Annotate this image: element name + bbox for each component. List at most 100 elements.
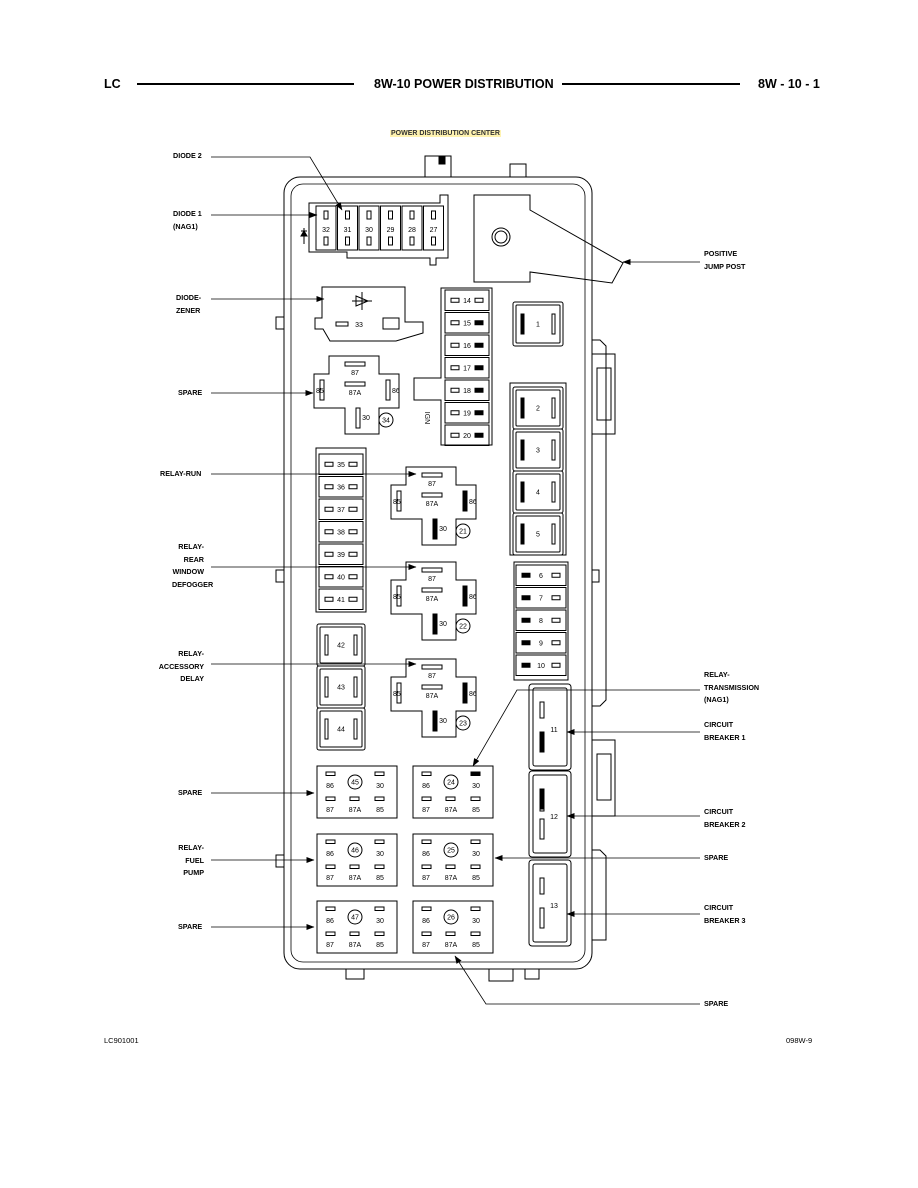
footer-right: 098W-9 (786, 1036, 813, 1045)
micro-relay-26-pin-87a: 87A (445, 942, 458, 949)
micro-relay-46 (316, 833, 398, 887)
fuse-38-label: 38 (337, 529, 345, 536)
right-fuse-block (513, 561, 569, 681)
footer-left: LC901001 (104, 1036, 139, 1045)
micro-relay-26-number: 26 (447, 915, 455, 922)
relay-23-pin-87: 87 (428, 673, 436, 680)
fuse-28-label: 28 (408, 227, 416, 234)
micro-relay-25-pin-85: 85 (472, 875, 480, 882)
relay-22-pin-85: 85 (393, 594, 401, 601)
label-relay-run: RELAY-RUN (160, 469, 202, 478)
fuse-14 (444, 289, 490, 311)
micro-relay-45-pin-30: 30 (376, 783, 384, 790)
relay-21-pin-87: 87 (428, 481, 436, 488)
micro-relay-24-pin-87a: 87A (445, 807, 458, 814)
left-fuse-block (315, 447, 367, 613)
micro-relay-26-pin-86: 86 (422, 918, 430, 925)
relay-34-pin-85: 85 (316, 388, 324, 395)
fuse-30-label: 30 (365, 227, 373, 234)
fuse-1-label: 1 (536, 322, 540, 329)
micro-relay-45-number: 45 (351, 780, 359, 787)
fuse-32-label: 32 (322, 227, 330, 234)
relay-21-number: 21 (459, 529, 467, 536)
label-relay-fuel-pump: RELAY- FUEL PUMP (178, 843, 204, 877)
micro-relay-47-number: 47 (351, 915, 359, 922)
relay-22-pin-30: 30 (439, 621, 447, 628)
fuse-5-label: 5 (536, 532, 540, 539)
fuse-6 (515, 564, 567, 586)
relay-34-pin-30: 30 (362, 415, 370, 422)
micro-relay-24-pin-87: 87 (422, 807, 430, 814)
fuse-10-label: 10 (537, 663, 545, 670)
relay-23-pin-85: 85 (393, 691, 401, 698)
micro-relay-47 (316, 900, 398, 954)
label-diode-1: DIODE 1 (NAG1) (173, 209, 202, 231)
relay-23 (390, 658, 477, 738)
relay-22-pin-86: 86 (469, 594, 477, 601)
relay-22-number: 22 (459, 624, 467, 631)
fuse-29-label: 29 (387, 227, 395, 234)
micro-relay-25-number: 25 (447, 848, 455, 855)
fuse-19 (444, 402, 490, 424)
fuse-6-label: 6 (539, 573, 543, 580)
fuse-20-label: 20 (463, 433, 471, 440)
fuse-39-label: 39 (337, 552, 345, 559)
fuse-4 (512, 470, 564, 514)
fuse-8-label: 8 (539, 618, 543, 625)
fuse-7-label: 7 (539, 595, 543, 602)
label-positive-jump-post: POSITIVE JUMP POST (704, 249, 746, 271)
fuse-41 (318, 588, 364, 610)
micro-relay-46-pin-30: 30 (376, 851, 384, 858)
relay-23-pin-30: 30 (439, 718, 447, 725)
fuse-9-label: 9 (539, 640, 543, 647)
micro-relay-24 (412, 765, 494, 819)
micro-relay-24-pin-86: 86 (422, 783, 430, 790)
label-relay-rear-defogger: RELAY- REAR WINDOW DEFOGGER (172, 542, 214, 589)
micro-relay-26-pin-85: 85 (472, 942, 480, 949)
figure-caption: POWER DISTRIBUTION CENTER (390, 130, 501, 137)
relay-21-pin-85: 85 (393, 499, 401, 506)
circuit-breaker-12-label: 12 (550, 814, 558, 821)
fuse-40 (318, 566, 364, 588)
fuse-3-label: 3 (536, 448, 540, 455)
circuit-breaker-13 (528, 859, 572, 947)
circuit-breaker-11 (528, 683, 572, 771)
leader-lines (211, 156, 700, 1005)
fuse-31 (337, 205, 358, 251)
fuse-15-label: 15 (463, 320, 471, 327)
fuse-18 (444, 379, 490, 401)
top-fuse-block (308, 194, 449, 266)
relay-21-pin-86: 86 (469, 499, 477, 506)
header-rule-right (562, 83, 740, 85)
fuse-39 (318, 543, 364, 565)
label-circuit-breaker-1: CIRCUIT BREAKER 1 (704, 720, 746, 742)
relay-34 (313, 355, 400, 435)
micro-relay-24-pin-85: 85 (472, 807, 480, 814)
micro-relay-25-pin-86: 86 (422, 851, 430, 858)
label-diode-2: DIODE 2 (173, 151, 202, 160)
label-relay-transmission: RELAY- TRANSMISSION (NAG1) (704, 670, 760, 704)
micro-relay-25-pin-87: 87 (422, 875, 430, 882)
diode-1-symbol (300, 228, 308, 244)
fuse-37 (318, 498, 364, 520)
fuse-44 (316, 707, 366, 751)
fuse-20 (444, 424, 490, 446)
fuse-32 (315, 205, 337, 251)
fuse-9 (515, 632, 567, 654)
circuit-breaker-11-label: 11 (550, 727, 557, 734)
fuse-43-label: 43 (337, 685, 345, 692)
fuse-2 (512, 386, 564, 430)
fuse-36-label: 36 (337, 484, 345, 491)
header-left: LC (104, 77, 121, 91)
fuse-17 (444, 357, 490, 379)
fuse-17-label: 17 (463, 365, 471, 372)
label-spare-left-1: SPARE (178, 788, 203, 797)
fuse-37-label: 37 (337, 507, 345, 514)
fuse-7 (515, 587, 567, 609)
fuse-27 (423, 205, 444, 251)
relay-23-pin-87a: 87A (426, 693, 439, 700)
fuse-35-label: 35 (337, 462, 345, 469)
ign-fuse-block (413, 287, 493, 446)
ign-label: IGN (423, 412, 430, 424)
fuse-4-label: 4 (536, 490, 540, 497)
